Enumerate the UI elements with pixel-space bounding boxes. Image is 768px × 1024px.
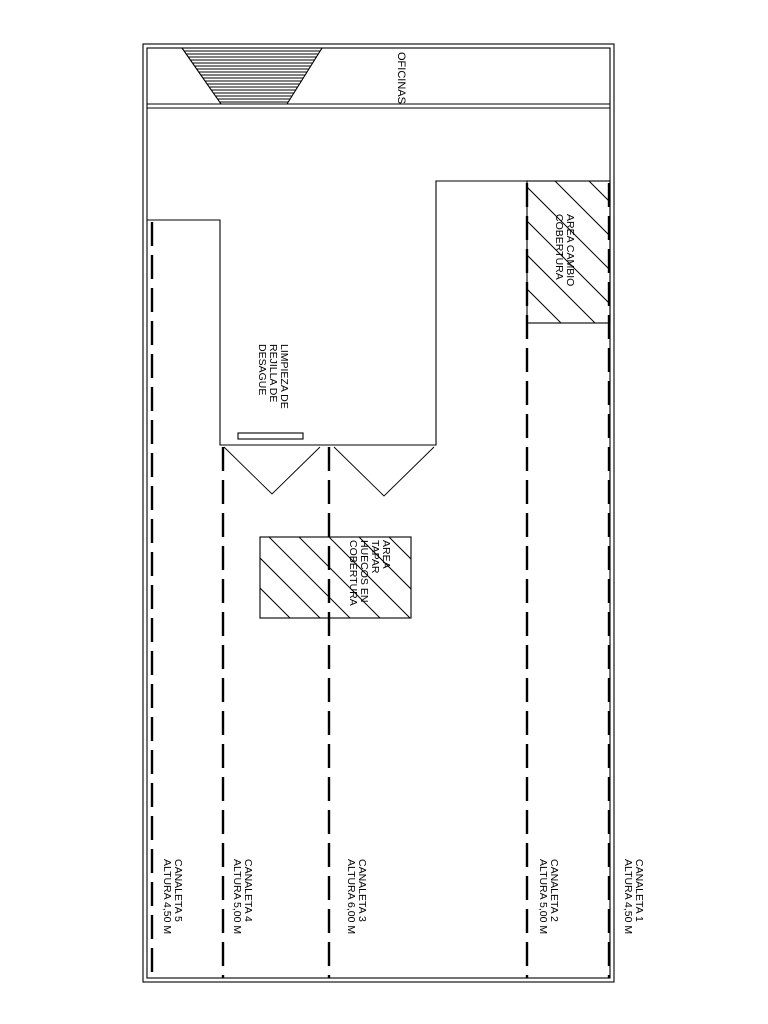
gutter-height: ALTURA 4,50 M [161,859,173,934]
patch-holes-label-line: TAPAR [369,540,381,574]
drain-label-line: DESAGUE [256,344,268,395]
hatch-line [419,537,500,618]
hatch-line [268,537,351,618]
hatch-line [328,537,411,618]
hatch-line [358,537,411,590]
door-swing [223,446,321,495]
hatch-line [388,537,411,560]
patch-holes-label-line: HUECOS EN [358,540,370,602]
hatch-line [554,181,610,237]
gutter-label-4: CANALETA 4 ALTURA 5,00 M [231,859,254,934]
drain-label: LIMPIEZA DE REJILLA DE DESAGUE [256,344,290,412]
hatch-line [725,181,768,323]
gutter-name: CANALETA 5 [172,859,184,922]
roof-change-label: AREA CAMBIO COBERTURA [553,214,576,289]
hatch-line [479,537,560,618]
hatch-line [657,181,768,323]
hatch-line [298,537,381,618]
hatch-line [527,288,562,323]
gutter-height: ALTURA 5,00 M [231,859,243,934]
roof-change-area: AREA CAMBIO COBERTURA [526,180,768,324]
hatch-line [260,557,321,618]
hatch-line [260,587,291,618]
hatch-line [527,186,610,271]
gutter-height: ALTURA 5,00 M [537,859,549,934]
staircase [180,47,323,105]
patch-holes-area: AREA TAPAR HUECOS EN COBERTURA [259,536,560,619]
patch-holes-label-line: COBERTURA [347,540,359,606]
gutter-name: CANALETA 1 [633,859,645,922]
door-swing [333,446,435,497]
gutter-label-1: CANALETA 1 ALTURA 4,50 M [622,859,645,934]
drain-label-line: REJILLA DE [267,344,279,402]
hatch-line [260,617,261,618]
gutter-name: CANALETA 3 [356,859,368,922]
hatch-line [449,537,530,618]
hatch-line [623,181,765,323]
hatch-line [527,220,610,305]
gutter-height: ALTURA 6,00 M [345,859,357,934]
hatch-line [527,322,528,323]
drain-label-line: LIMPIEZA DE [278,344,290,409]
hatch-line [691,181,768,323]
gutter-label-5: CANALETA 5 ALTURA 4,50 M [161,859,184,934]
gutter-height: ALTURA 4,50 M [622,859,634,934]
patch-holes-label-line: AREA [380,540,392,569]
offices-label: OFICINAS [395,52,407,104]
gutter-label-3: CANALETA 3 ALTURA 6,00 M [345,859,368,934]
roof-change-label-line: COBERTURA [553,214,565,280]
interior-wall [147,180,610,446]
roof-change-label-line: AREA CAMBIO [564,214,576,286]
hatch-line [527,254,596,323]
drain-grate [237,432,304,440]
gutter-name: CANALETA 4 [242,859,254,922]
building-inner-wall [146,47,611,979]
patch-holes-label: AREA TAPAR HUECOS EN COBERTURA [347,540,392,606]
gutter-name: CANALETA 2 [548,859,560,922]
gutter-label-2: CANALETA 2 ALTURA 5,00 M [537,859,560,934]
building-outer-wall [142,43,615,983]
